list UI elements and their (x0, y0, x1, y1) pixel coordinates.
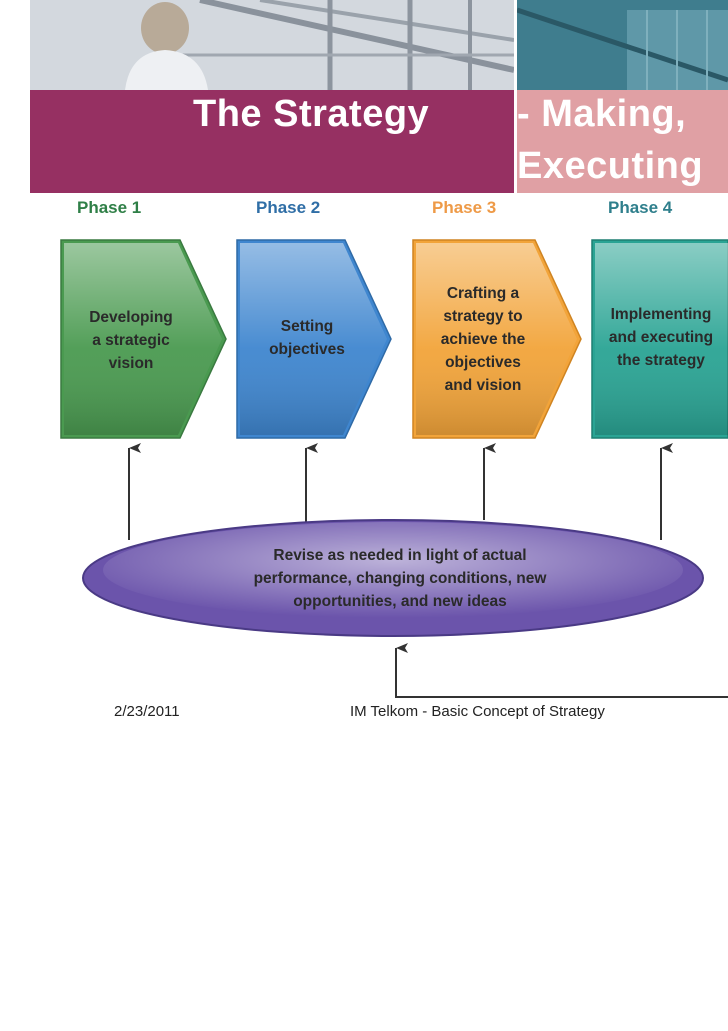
title-band-right (517, 90, 728, 193)
title-line-1-left: The Strategy (193, 93, 430, 135)
header-photo-right (517, 0, 728, 90)
title-band-left (30, 90, 514, 193)
phase-3-text: Crafting a strategy to achieve the objec… (440, 285, 526, 394)
phase-2-text: Setting objectives (269, 318, 345, 358)
phase-3-label: Phase 3 (432, 198, 497, 217)
phase-1-text: Developing a strategic vision (89, 309, 173, 372)
title-line-2-right: Executing (517, 145, 704, 187)
phase-4-label: Phase 4 (608, 198, 673, 217)
phase-1-label: Phase 1 (77, 198, 142, 217)
title-line-1-right: - Making, (517, 93, 687, 135)
feedback-ellipse-text: Revise as needed in light of actual perf… (253, 547, 547, 610)
phase-1-arrow-gloss (64, 243, 222, 435)
phase-2-arrow-gloss (240, 243, 387, 435)
office-photo-image (30, 0, 514, 90)
header-photo-left (30, 0, 514, 90)
phase-4-text: Implementing and executing the strategy (608, 306, 714, 369)
bottom-feedback-loop-line (395, 643, 728, 698)
phase-4-arrow-gloss (595, 243, 728, 435)
footer-caption: IM Telkom - Basic Concept of Strategy (350, 703, 605, 720)
phase-2-label: Phase 2 (256, 198, 321, 217)
phase-3-arrow-gloss (416, 243, 577, 435)
building-photo-image (517, 0, 728, 90)
footer-date: 2/23/2011 (114, 703, 180, 720)
feedback-ellipse-gloss (103, 522, 683, 618)
